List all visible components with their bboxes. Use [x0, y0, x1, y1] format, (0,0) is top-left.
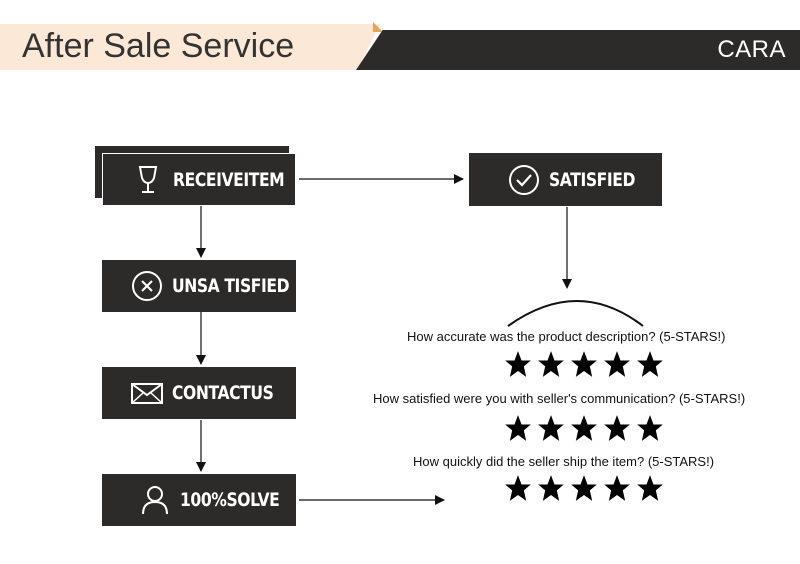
star-icon [637, 351, 663, 377]
wine-glass-icon [131, 163, 165, 197]
star-icon [604, 475, 630, 501]
envelope-icon [130, 376, 164, 410]
user-icon [138, 483, 172, 517]
contact-us-label: CONTACTUS [172, 382, 274, 404]
satisfied-label: SATISFIED [549, 168, 636, 191]
question-accuracy: How accurate was the product description… [407, 329, 726, 344]
header-banner-right [356, 30, 800, 70]
contact-us-box: CONTACTUS [102, 367, 296, 419]
brand-name: CARA [717, 36, 786, 63]
star-icon [571, 351, 597, 377]
circle-x-icon [130, 269, 164, 303]
solve-box: 100%SOLVE [102, 474, 296, 526]
receive-item-box: RECEIVEITEM [102, 153, 296, 206]
header-banner-left [0, 24, 380, 70]
satisfied-box: SATISFIED [469, 153, 662, 206]
header-accent [373, 22, 383, 32]
rating-arc [507, 300, 644, 327]
question-communication: How satisfied were you with seller's com… [373, 391, 746, 406]
receive-item-label: RECEIVEITEM [173, 168, 285, 191]
star-icon [538, 351, 564, 377]
star-icon [604, 415, 630, 441]
star-icon [637, 475, 663, 501]
star-icon [604, 351, 630, 377]
star-icon [505, 475, 531, 501]
star-icon [538, 415, 564, 441]
circle-check-icon [507, 163, 541, 197]
stars-accuracy [504, 350, 664, 378]
stars-shipping [504, 474, 664, 502]
question-shipping: How quickly did the seller ship the item… [413, 454, 715, 469]
stars-communication [504, 414, 664, 442]
star-icon [637, 415, 663, 441]
solve-label: 100%SOLVE [180, 489, 280, 511]
star-icon [505, 351, 531, 377]
star-icon [538, 475, 564, 501]
star-icon [571, 415, 597, 441]
page-title: After Sale Service [22, 27, 295, 65]
unsatisfied-label: UNSA TISFIED [172, 275, 290, 297]
star-icon [505, 415, 531, 441]
star-icon [571, 475, 597, 501]
unsatisfied-box: UNSA TISFIED [102, 260, 296, 312]
